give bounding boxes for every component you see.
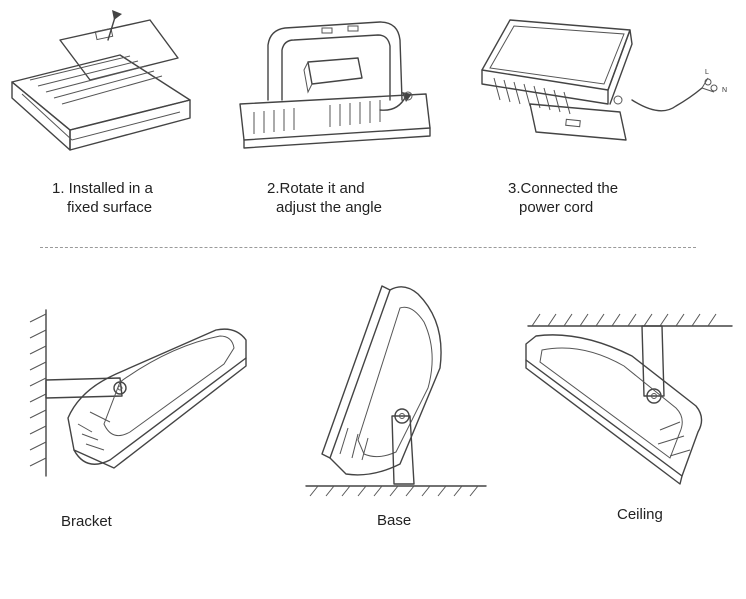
step3-caption: 3.Connected the power cord [508, 179, 618, 217]
bracket-mount-illustration [29, 309, 247, 477]
step2-caption: 2.Rotate it and adjust the angle [267, 179, 382, 217]
step2-line2: adjust the angle [276, 199, 382, 216]
step1-caption: 1. Installed in a fixed surface [52, 179, 153, 217]
base-mount-illustration [305, 285, 487, 497]
step3-line2: power cord [519, 199, 594, 216]
section-divider [40, 247, 696, 248]
mount-label-ceiling: Ceiling [617, 506, 663, 523]
step3-illustration: L N [481, 19, 727, 141]
step1-line2: fixed surface [67, 199, 153, 216]
mount-label-bracket: Bracket [61, 513, 112, 530]
step1-line1: 1. Installed in a [52, 180, 153, 197]
step3-line1: 3.Connected the [508, 180, 619, 197]
wire-label-n: N [722, 87, 727, 94]
step2-illustration [239, 21, 431, 149]
step1-illustration [11, 10, 191, 151]
step2-line1: 2.Rotate it and [267, 180, 365, 197]
wire-label-l: L [705, 69, 709, 76]
mount-label-base: Base [377, 512, 412, 529]
ceiling-mount-illustration [525, 313, 733, 485]
